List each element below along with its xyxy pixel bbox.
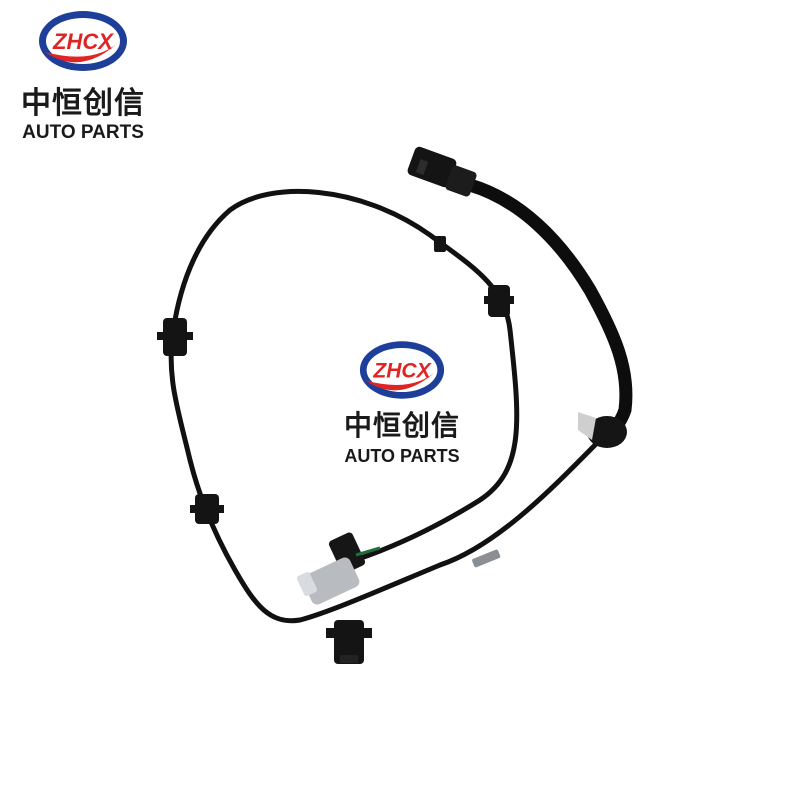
watermark-logo: ZHCX 中恒创信 AUTO PARTS <box>332 338 472 467</box>
cable-bracket <box>578 412 627 448</box>
watermark-name-en: AUTO PARTS <box>344 446 460 466</box>
corner-logo: ZHCX 中恒创信 AUTO PARTS <box>8 8 158 144</box>
svg-text:ZHCX: ZHCX <box>52 29 114 54</box>
connector-plug <box>407 146 477 197</box>
cable-clip-bottom <box>326 620 372 664</box>
zhcx-logo-icon: ZHCX <box>39 11 127 71</box>
cable-clip-left-lower <box>190 494 224 524</box>
sensor-cable <box>168 189 603 624</box>
brand-name-en: AUTO PARTS <box>22 122 144 143</box>
watermark-name-cn: 中恒创信 <box>343 409 460 442</box>
sensor-head <box>296 532 381 605</box>
svg-text:ZHCX: ZHCX <box>372 360 432 383</box>
cable-label <box>472 549 501 568</box>
brand-name-cn: 中恒创信 <box>21 86 145 121</box>
cable-clip-small <box>434 236 446 252</box>
cable-clip-left-upper <box>157 318 193 356</box>
cable-clip-top <box>484 285 514 317</box>
zhcx-watermark-icon: ZHCX <box>359 341 445 399</box>
